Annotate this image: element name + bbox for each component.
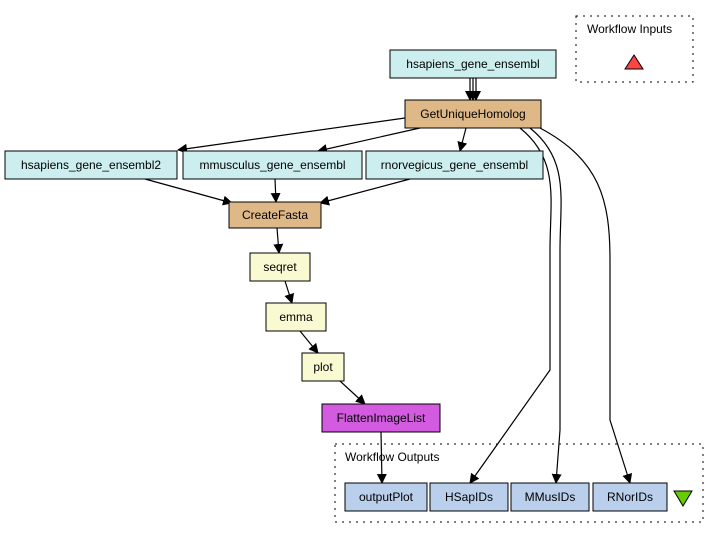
data-link-edge	[319, 178, 411, 206]
node-label: HSapIDs	[445, 490, 493, 504]
data-link-edge	[273, 227, 284, 254]
data-link-edge	[317, 127, 421, 154]
data-link-edge	[270, 178, 281, 203]
node-label: hsapiens_gene_ensembl	[406, 57, 539, 71]
node-label: FlattenImageList	[337, 411, 426, 425]
processor-node-getuniquehomolog[interactable]: GetUniqueHomolog	[404, 99, 542, 129]
node-box	[389, 49, 557, 79]
data-link-edge	[376, 431, 387, 484]
node-label: CreateFasta	[242, 208, 308, 222]
node-box	[182, 150, 363, 180]
node-box	[4, 150, 178, 180]
workflow-inputs-title: Workflow Inputs	[587, 22, 672, 36]
node-box	[265, 302, 327, 332]
processor-node-emma[interactable]: emma	[265, 302, 327, 332]
processor-node-flattenimagelist[interactable]: FlattenImageList	[321, 403, 441, 433]
node-label: GetUniqueHomolog	[420, 107, 525, 121]
node-box	[365, 150, 544, 180]
node-label: emma	[279, 310, 313, 324]
data-link-edge	[284, 280, 295, 304]
processor-node-createfasta[interactable]: CreateFasta	[228, 201, 322, 229]
node-label: RNorIDs	[607, 490, 653, 504]
workflow-input-triangle-icon	[624, 54, 644, 70]
node-box	[429, 482, 509, 512]
output-port-outputplot[interactable]: outputPlot	[344, 482, 428, 512]
data-link-edge	[177, 117, 406, 154]
node-label: seqret	[263, 260, 297, 274]
node-label: rnorvegicus_gene_ensembl	[381, 158, 528, 172]
workflow-outputs-title: Workflow Outputs	[345, 450, 439, 464]
processor-node-seqret[interactable]: seqret	[249, 252, 311, 282]
node-box	[404, 99, 542, 129]
processor-node-plot[interactable]: plot	[301, 352, 345, 382]
node-box	[510, 482, 590, 512]
data-link-edge	[339, 380, 366, 405]
node-box	[592, 482, 668, 512]
node-box	[228, 201, 322, 229]
processor-node-rnorvegicus-gene-ensembl[interactable]: rnorvegicus_gene_ensembl	[365, 150, 544, 180]
node-label: outputPlot	[359, 490, 414, 504]
node-label: mmusculus_gene_ensembl	[199, 158, 345, 172]
processor-node-hsapiens-gene-ensembl[interactable]: hsapiens_gene_ensembl	[389, 49, 557, 79]
workflow-output-triangle-icon	[673, 490, 693, 507]
output-port-mmusids[interactable]: MMusIDs	[510, 482, 590, 512]
data-link-edge	[299, 330, 319, 354]
workflow-outputs-box	[334, 443, 704, 523]
processor-node-mmusculus-gene-ensembl[interactable]: mmusculus_gene_ensembl	[182, 150, 363, 180]
output-port-rnorids[interactable]: RNorIDs	[592, 482, 668, 512]
data-link-edge	[529, 127, 562, 484]
data-link-edge	[144, 178, 233, 206]
node-box	[344, 482, 428, 512]
node-box	[321, 403, 441, 433]
node-label: hsapiens_gene_ensembl2	[21, 158, 161, 172]
data-link-edge	[457, 127, 468, 152]
output-port-hsapids[interactable]: HSapIDs	[429, 482, 509, 512]
data-link-edge	[469, 127, 552, 484]
node-label: plot	[313, 360, 333, 374]
data-link-edge	[539, 127, 633, 484]
node-box	[249, 252, 311, 282]
node-label: MMusIDs	[525, 490, 576, 504]
edges	[144, 78, 633, 484]
node-box	[301, 352, 345, 382]
processor-node-hsapiens-gene-ensembl2[interactable]: hsapiens_gene_ensembl2	[4, 150, 178, 180]
